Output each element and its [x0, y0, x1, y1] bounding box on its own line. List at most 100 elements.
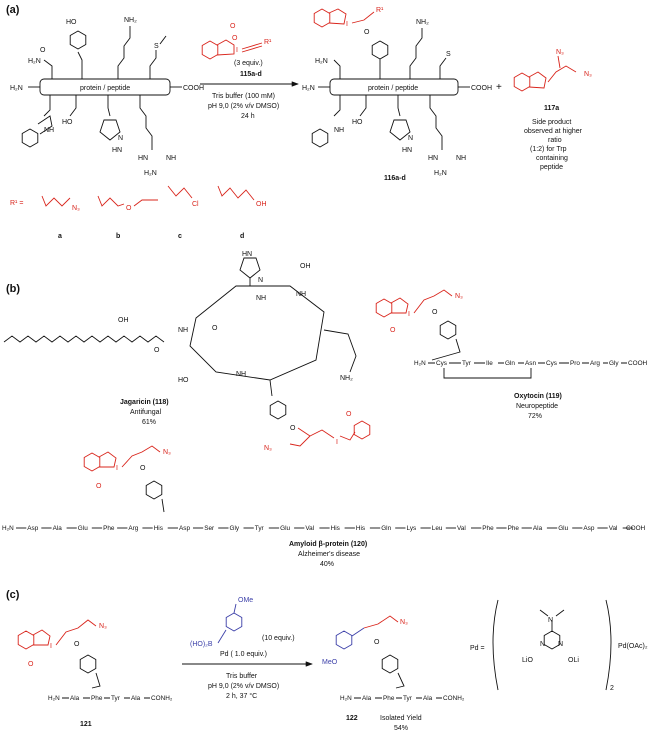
c-boronic-equiv: (10 equiv.)	[262, 635, 295, 642]
amyloid-residue: Glu	[280, 525, 290, 532]
oxy-seq-3: Ile	[486, 360, 493, 367]
amyloid-residue: His	[154, 525, 163, 532]
oxytocin: I O N₃ O H₂N Cys Tyr Ile Gln Asn Cys Pro…	[375, 289, 648, 420]
c-start-i: I	[50, 643, 52, 650]
reagent-o-carbonyl: O	[230, 23, 236, 30]
amyloid-yield: 40%	[320, 561, 334, 568]
cond-a-2: pH 9,0 (2% v/v DMSO)	[208, 103, 279, 110]
product-r1: R¹	[376, 7, 384, 14]
amyloid-residue: Phe	[508, 525, 520, 532]
r1-d-letter: d	[240, 233, 244, 240]
c-prod-o: O	[374, 639, 380, 646]
compound-122: MeO N₃ O H₂N Ala Phe Tyr Ala CONH₂ 122 I…	[322, 615, 465, 732]
c-prod-seq-2: Phe	[383, 695, 395, 702]
jag-n: N	[258, 277, 263, 284]
c-prod-seq-4: Ala	[423, 695, 433, 702]
c-prod-yield-label: Isolated Yield	[380, 715, 422, 722]
c-start-seq-3: Tyr	[111, 695, 121, 702]
arg-nh: NH	[166, 155, 176, 162]
jag-o2: O	[212, 325, 218, 332]
oxy-seq-0: H₂N	[414, 360, 426, 367]
amyloid-residue: Gln	[381, 525, 391, 532]
pd-lio: LiO	[522, 657, 533, 664]
jag-nh2: NH	[256, 295, 266, 302]
c-start-n3: N₃	[99, 623, 107, 630]
side-note-1: Side product	[532, 119, 571, 126]
starting-protein: protein / peptide H₂N COOH H₂N O HO NH₂ …	[10, 17, 204, 177]
amyloid-residue: Lys	[407, 525, 417, 532]
product-code: 116a-d	[384, 175, 406, 182]
r1-c-letter: c	[178, 233, 182, 240]
gln-nh2: H₂N	[28, 58, 41, 65]
amyloid-beta: I O N₃ O	[83, 445, 171, 513]
product-o: O	[364, 29, 370, 36]
oxy-seq-7: Pro	[570, 360, 580, 367]
oxy-seq-6: Cys	[546, 360, 557, 367]
amyloid-residue: Glu	[78, 525, 88, 532]
tyr-ho: HO	[66, 19, 77, 26]
oxy-seq-5: Asn	[525, 360, 536, 367]
jag-ho: HO	[178, 377, 189, 384]
c-cond-1: Tris buffer	[226, 673, 258, 680]
product-cterm: COOH	[471, 85, 492, 92]
c-boronic: (HO)₂B	[190, 641, 213, 648]
compound-121: I O N₃ O H₂N Ala Phe Tyr Ala CONH₂ 121	[17, 619, 173, 728]
amy-i: I	[116, 465, 118, 472]
c-prod-seq-1: Ala	[362, 695, 372, 702]
panel-b-label: (b)	[6, 283, 20, 295]
amyloid-residue: His	[331, 525, 340, 532]
amyloid-residue: Val	[609, 525, 618, 532]
pd-def: Pd =	[470, 645, 485, 652]
reagent-i: I	[236, 47, 238, 54]
product-his-n: N	[408, 135, 413, 142]
r1-a-group: N₃	[72, 205, 80, 212]
c-start-o: O	[28, 661, 34, 668]
r1-b-group: O	[126, 205, 132, 212]
r1-substituents: R¹ = N₃ O Cl OH a b c d	[10, 185, 267, 240]
amyloid-residue: Ser	[204, 525, 215, 532]
product-his-hn: HN	[402, 147, 412, 154]
oxy-i: I	[408, 311, 410, 318]
oxy-seq-4: Gln	[505, 360, 515, 367]
product-gln-nh2: H₂N	[315, 58, 328, 65]
amyloid-name: Amyloid β-protein (120)	[289, 541, 367, 548]
amyloid-residue: Arg	[128, 525, 138, 532]
oxy-seq-10: COOH	[628, 360, 648, 367]
amyloid-residue: COOH	[626, 525, 646, 532]
c-start-code: 121	[80, 721, 92, 728]
r1-label: R¹ =	[10, 200, 23, 207]
arg-hn: HN	[138, 155, 148, 162]
oxy-seq-2: Tyr	[462, 360, 472, 367]
product-nterm: H₂N	[302, 85, 315, 92]
r1-d-group: OH	[256, 201, 267, 208]
reagent-r1: R¹	[264, 39, 272, 46]
c-pd-equiv: Pd ( 1.0 equiv.)	[220, 651, 267, 658]
product-ser-ho: HO	[352, 119, 363, 126]
amy-o2: O	[140, 465, 146, 472]
c-prod-seq-0: H₂N	[340, 695, 352, 702]
pd-n: N	[548, 617, 553, 624]
amyloid-residue: Ala	[53, 525, 63, 532]
pd-ring-n1: N	[540, 641, 545, 648]
reagent-code: 115a-d	[240, 71, 262, 78]
side-note-6: peptide	[540, 164, 563, 171]
c-start-seq-4: Ala	[131, 695, 141, 702]
reagent-115: O O I R¹ (3 equiv.) 115a-d	[201, 23, 272, 78]
r1-c-group: Cl	[192, 201, 199, 208]
c-cond-3: 2 h, 37 °C	[226, 692, 257, 700]
panel-a-label: (a)	[6, 4, 20, 16]
product-arg-nh: NH	[456, 155, 466, 162]
amyloid-residue: Asp	[583, 525, 594, 532]
c-prod-yield: 54%	[394, 725, 408, 732]
oxy-n3: N₃	[455, 293, 463, 300]
jagaricin-activity: Antifungal	[130, 409, 162, 416]
side-note-2: observed at higher	[524, 128, 583, 135]
side-note-4: (1:2) for Trp	[530, 146, 567, 153]
product-trp-nh: NH	[334, 127, 344, 134]
protein-nterm: H₂N	[10, 85, 23, 92]
oxytocin-activity: Neuropeptide	[516, 403, 558, 410]
pd-sub: 2	[610, 685, 614, 692]
amy-o: O	[96, 483, 102, 490]
jag-nh3: NH	[296, 291, 306, 298]
